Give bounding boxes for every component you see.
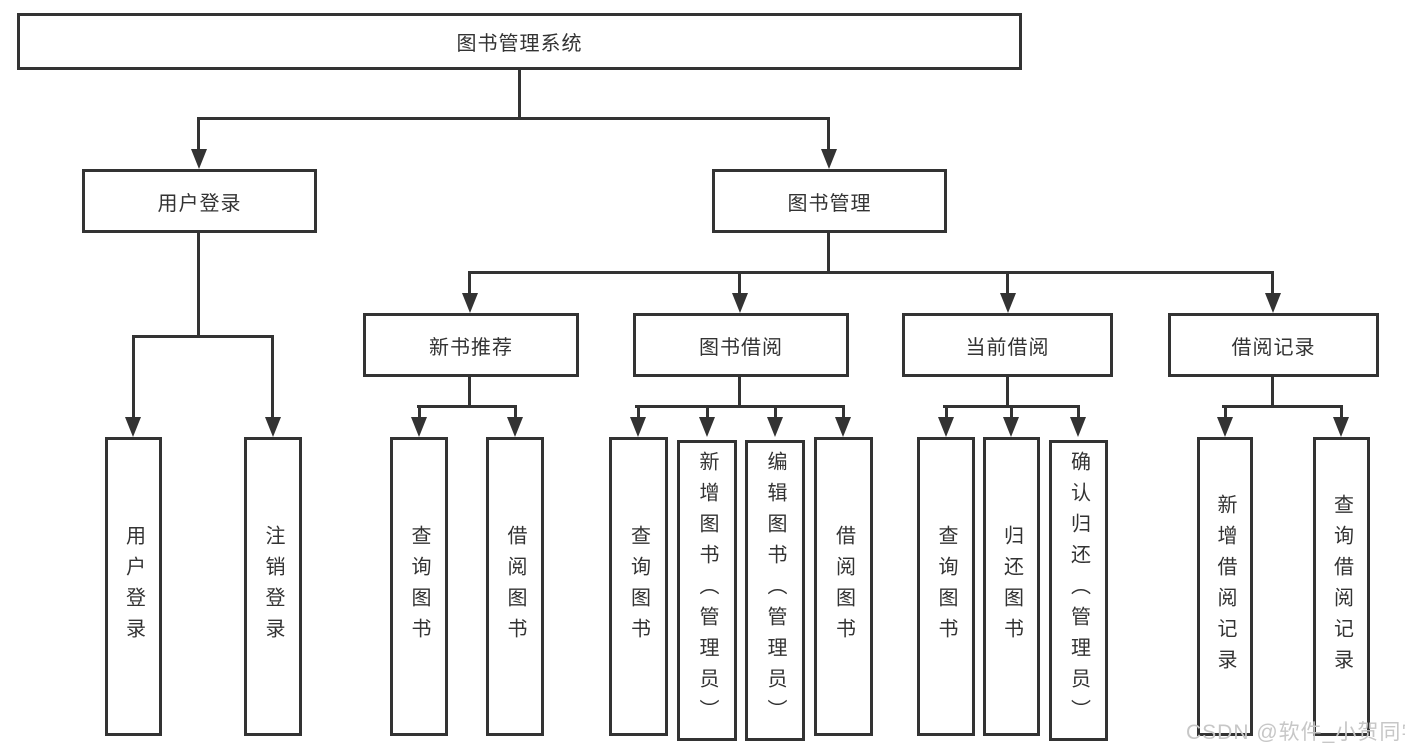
arrowhead-c3 — [1070, 417, 1086, 437]
leaf-query-books-c: 查询图书 — [917, 437, 975, 736]
connector-group-b-rail — [635, 405, 845, 408]
connector-user-login-rail — [132, 335, 274, 338]
connector-to-book-borrow — [738, 271, 741, 295]
arrowhead-b2 — [699, 417, 715, 437]
arrowhead-d1 — [1217, 417, 1233, 437]
arrowhead-c2 — [1003, 417, 1019, 437]
leaf-borrow-books-a-label: 借阅图书 — [504, 524, 526, 649]
connector-to-c3 — [1077, 405, 1080, 419]
arrowhead-user-login — [191, 149, 207, 169]
arrowhead-d2 — [1333, 417, 1349, 437]
arrowhead-borrow-records — [1265, 293, 1281, 313]
arrowhead-leaf-user-login — [125, 417, 141, 437]
leaf-query-borrow-record: 查询借阅记录 — [1313, 437, 1370, 736]
arrowhead-book-management — [821, 149, 837, 169]
leaf-add-borrow-record: 新增借阅记录 — [1197, 437, 1253, 736]
leaf-add-borrow-record-label: 新增借阅记录 — [1214, 493, 1236, 680]
connector-to-c2 — [1010, 405, 1013, 419]
arrowhead-current-borrow — [1000, 293, 1016, 313]
leaf-query-borrow-record-label: 查询借阅记录 — [1330, 493, 1353, 680]
connector-level1-rail — [197, 117, 830, 120]
connector-group-a-rail — [417, 405, 517, 408]
node-new-book-recommend-label: 新书推荐 — [429, 336, 513, 359]
leaf-confirm-return-admin-label: 确认归还（管理员） — [1067, 451, 1090, 730]
connector-current-borrow-stem — [1006, 377, 1009, 407]
connector-to-a1 — [418, 405, 421, 419]
leaf-query-books-b: 查询图书 — [609, 437, 668, 736]
connector-to-current-borrow — [1006, 271, 1009, 295]
connector-to-c1 — [945, 405, 948, 419]
connector-book-management-stem — [827, 233, 830, 273]
node-book-management: 图书管理 — [712, 169, 947, 233]
leaf-user-login: 用户登录 — [105, 437, 162, 736]
arrowhead-c1 — [938, 417, 954, 437]
node-book-borrow-label: 图书借阅 — [699, 336, 783, 359]
node-current-borrow-label: 当前借阅 — [965, 336, 1050, 359]
leaf-return-books: 归还图书 — [983, 437, 1040, 736]
connector-to-borrow-records — [1271, 271, 1274, 295]
leaf-borrow-books-a: 借阅图书 — [486, 437, 544, 736]
connector-to-leaf-user-login — [132, 336, 135, 419]
connector-to-b4 — [842, 405, 845, 419]
leaf-user-login-label: 用户登录 — [122, 524, 145, 649]
connector-to-new-book — [468, 271, 471, 295]
connector-group-d-rail — [1222, 405, 1343, 408]
node-root-label: 图书管理系统 — [456, 33, 583, 55]
leaf-query-books-a: 查询图书 — [390, 437, 448, 736]
arrowhead-b4 — [835, 417, 851, 437]
connector-borrow-records-stem — [1271, 377, 1274, 407]
connector-root-stem — [518, 69, 521, 119]
connector-to-a2 — [514, 405, 517, 419]
node-book-borrow: 图书借阅 — [633, 313, 849, 377]
arrowhead-leaf-logout — [265, 417, 281, 437]
arrowhead-new-book — [462, 293, 478, 313]
node-user-login: 用户登录 — [82, 169, 317, 233]
leaf-edit-books-admin-label: 编辑图书（管理员） — [764, 451, 786, 730]
connector-level3-rail — [468, 271, 1274, 274]
leaf-logout-login: 注销登录 — [244, 437, 302, 736]
leaf-logout-login-label: 注销登录 — [262, 524, 284, 649]
connector-to-user-login — [197, 118, 200, 151]
node-borrow-records: 借阅记录 — [1168, 313, 1379, 377]
connector-new-book-stem — [468, 377, 471, 407]
node-user-login-label: 用户登录 — [157, 192, 242, 215]
leaf-query-books-b-label: 查询图书 — [627, 524, 650, 649]
arrowhead-b1 — [630, 417, 646, 437]
node-new-book-recommend: 新书推荐 — [363, 313, 579, 377]
arrowhead-a2 — [507, 417, 523, 437]
leaf-add-books-admin-label: 新增图书（管理员） — [696, 451, 718, 730]
connector-to-b2 — [706, 405, 709, 419]
connector-to-book-management — [827, 118, 830, 151]
leaf-query-books-c-label: 查询图书 — [935, 524, 957, 649]
leaf-borrow-books-b: 借阅图书 — [814, 437, 873, 736]
node-root: 图书管理系统 — [17, 13, 1022, 70]
node-book-management-label: 图书管理 — [787, 192, 872, 215]
leaf-borrow-books-b-label: 借阅图书 — [832, 524, 855, 649]
node-current-borrow: 当前借阅 — [902, 313, 1113, 377]
leaf-confirm-return-admin: 确认归还（管理员） — [1049, 440, 1108, 741]
leaf-add-books-admin: 新增图书（管理员） — [677, 440, 737, 741]
connector-book-borrow-stem — [738, 377, 741, 407]
arrowhead-book-borrow — [732, 293, 748, 313]
connector-user-login-stem — [197, 233, 200, 337]
arrowhead-b3 — [767, 417, 783, 437]
csdn-watermark: CSDN @软件_小贺同学 — [1186, 721, 1405, 744]
connector-to-d2 — [1340, 405, 1343, 419]
leaf-return-books-label: 归还图书 — [1000, 524, 1023, 649]
connector-to-d1 — [1224, 405, 1227, 419]
arrowhead-a1 — [411, 417, 427, 437]
connector-to-leaf-logout — [271, 336, 274, 419]
leaf-edit-books-admin: 编辑图书（管理员） — [745, 440, 805, 741]
connector-to-b1 — [637, 405, 640, 419]
leaf-query-books-a-label: 查询图书 — [408, 524, 430, 649]
node-borrow-records-label: 借阅记录 — [1231, 336, 1316, 359]
connector-to-b3 — [774, 405, 777, 419]
